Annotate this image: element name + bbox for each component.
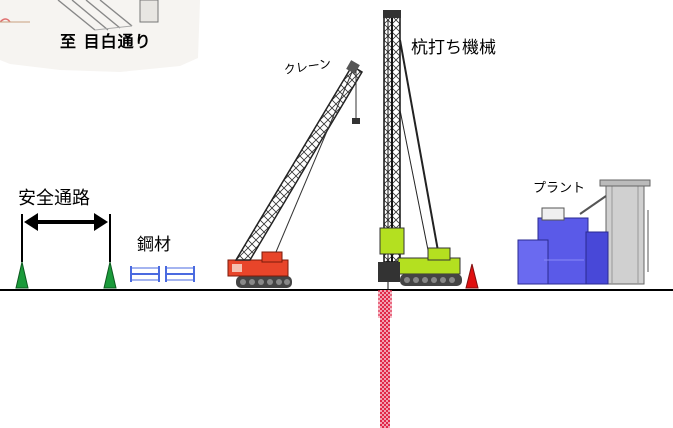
pile-column bbox=[380, 290, 390, 428]
pile-driver-label: 杭打ち機械 bbox=[411, 38, 496, 58]
crane-icon bbox=[227, 60, 364, 288]
plant-label: プラント bbox=[533, 181, 586, 196]
traffic-cone-icon bbox=[15, 261, 29, 289]
map-road-lines bbox=[57, 0, 133, 31]
map-caption-label: 至 目白通り bbox=[60, 32, 152, 51]
walkway-label: 安全通路 bbox=[18, 188, 90, 209]
steel-beams-icon bbox=[130, 266, 195, 282]
walkway-arrow bbox=[21, 213, 111, 262]
steel-label: 鋼材 bbox=[137, 235, 171, 255]
plant-icon bbox=[517, 179, 651, 285]
traffic-cone-icon bbox=[103, 261, 117, 289]
map-inset bbox=[0, 0, 200, 72]
traffic-cone-icon bbox=[465, 263, 479, 289]
pile-driver-icon bbox=[378, 10, 462, 290]
